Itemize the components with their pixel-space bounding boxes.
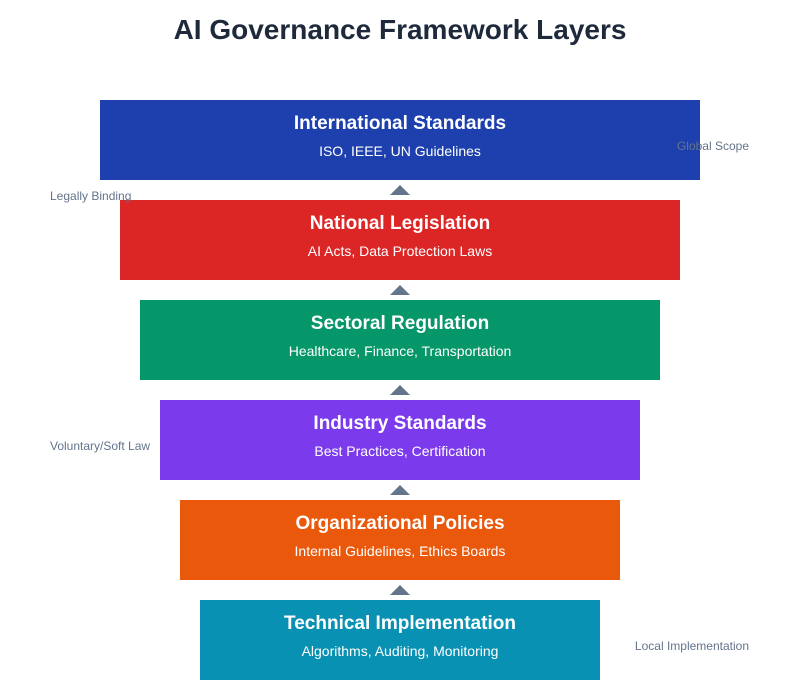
up-arrow-icon [390,285,410,295]
diagram-title: AI Governance Framework Layers [173,14,627,45]
layer-description: Algorithms, Auditing, Monitoring [301,643,499,659]
up-arrow-icon [390,385,410,395]
up-arrow-icon [390,185,410,195]
layer-name: International Standards [293,113,507,134]
layer-name: Technical Implementation [284,613,516,634]
side-label-local-implementation: Local Implementation [634,639,749,653]
layer-name: National Legislation [309,213,491,234]
side-label-legally-binding: Legally Binding [50,189,132,203]
layer-name: Industry Standards [313,413,487,434]
layer-description: Internal Guidelines, Ethics Boards [294,543,506,559]
layer-description: Healthcare, Finance, Transportation [288,343,512,359]
layer-name: Sectoral Regulation [310,313,490,334]
layer-name: Organizational Policies [295,513,505,534]
layer-national-legislation: National Legislation AI Acts, Data Protec… [120,200,680,280]
side-label-voluntary: Voluntary/Soft Law [50,439,151,453]
up-arrow-icon [390,485,410,495]
side-label-global-scope: Global Scope [676,139,749,153]
layer-description: AI Acts, Data Protection Laws [307,243,493,259]
layer-description: Best Practices, Certification [314,443,486,459]
up-arrow-icon [390,585,410,595]
layer-description: ISO, IEEE, UN Guidelines [319,143,481,159]
